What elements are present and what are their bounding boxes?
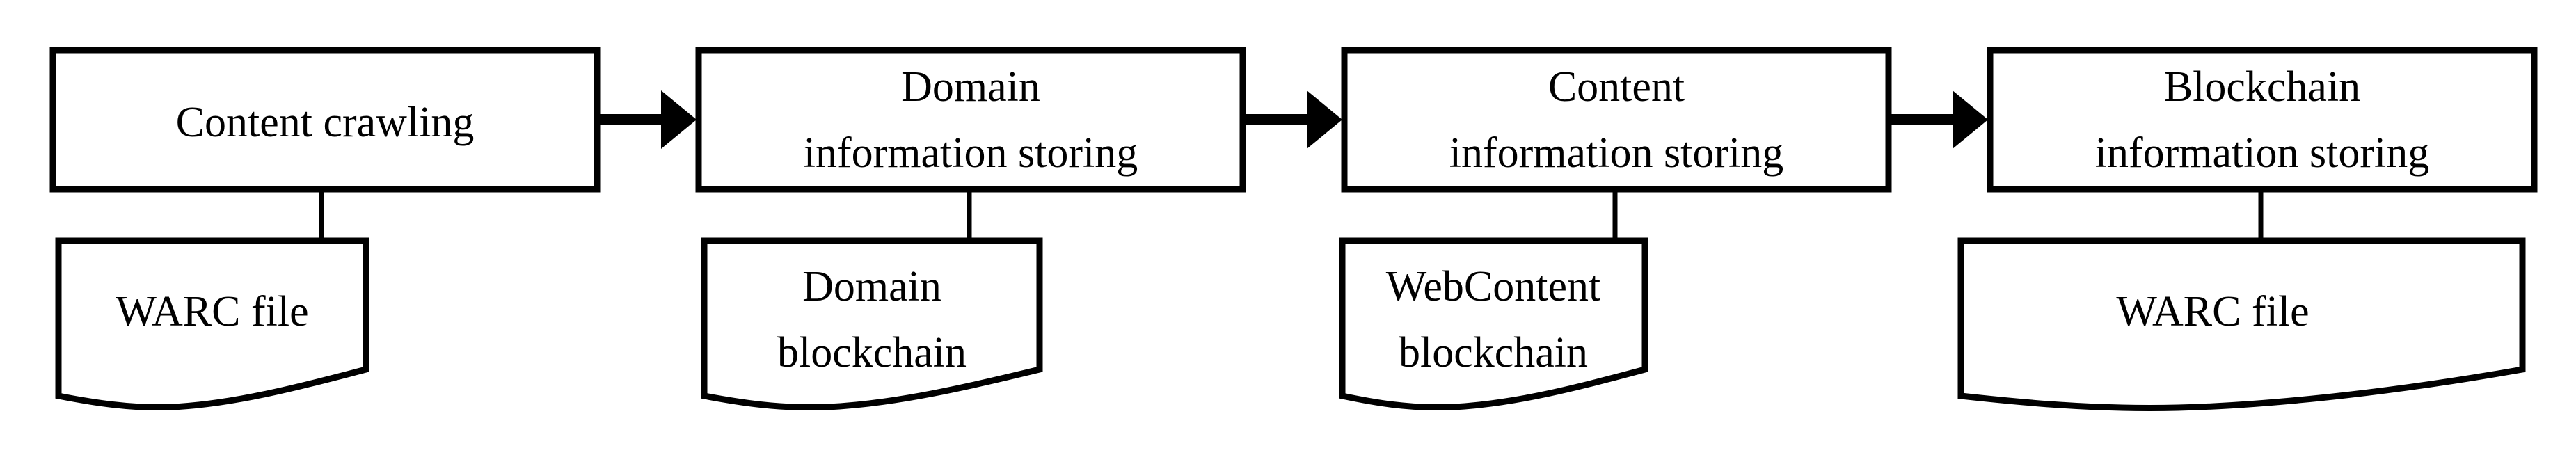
stage-node-4[interactable]: Blockchain information storing bbox=[1987, 47, 2538, 193]
artifact-node-1[interactable]: WARC file bbox=[55, 237, 369, 411]
arrow-3 bbox=[1889, 90, 1988, 149]
process-box-2-label-line-1: Domain bbox=[901, 63, 1040, 111]
artifact-node-3[interactable]: WebContent blockchain bbox=[1339, 237, 1648, 411]
document-shape-1-label-line-1: WARC file bbox=[116, 288, 308, 335]
process-box-4[interactable] bbox=[1987, 47, 2538, 193]
document-shape-4-label-line-1: WARC file bbox=[2116, 288, 2309, 335]
artifact-node-4[interactable]: WARC file bbox=[1957, 237, 2526, 412]
artifact-node-2[interactable]: Domain blockchain bbox=[701, 237, 1043, 411]
document-shape-2-label-line-1: Domain bbox=[802, 263, 941, 310]
document-shape-2-label-line-2: blockchain bbox=[777, 329, 967, 376]
arrow-3-head bbox=[1953, 90, 1988, 149]
document-shape-4[interactable] bbox=[1957, 237, 2526, 412]
process-box-3-label-line-2: information storing bbox=[1449, 129, 1783, 177]
process-box-4-label-line-1: Blockchain bbox=[2164, 63, 2360, 111]
document-shape-3-label-line-2: blockchain bbox=[1399, 329, 1588, 376]
process-box-4-label-line-2: information storing bbox=[2095, 129, 2429, 177]
document-shape-1[interactable] bbox=[55, 237, 369, 411]
stage-node-3[interactable]: Content information storing bbox=[1341, 47, 1892, 193]
process-box-1[interactable] bbox=[49, 47, 601, 193]
process-box-3-label-line-1: Content bbox=[1548, 63, 1685, 111]
document-shape-2[interactable] bbox=[701, 237, 1043, 411]
arrow-1-head bbox=[661, 90, 697, 149]
stage-node-2[interactable]: Domain information storing bbox=[695, 47, 1246, 193]
document-shape-3-label-line-1: WebContent bbox=[1386, 263, 1600, 310]
arrow-2 bbox=[1243, 90, 1342, 149]
process-box-2-label-line-2: information storing bbox=[804, 129, 1138, 177]
stage-node-1[interactable]: Content crawling bbox=[49, 47, 601, 193]
arrow-2-head bbox=[1307, 90, 1342, 149]
arrow-1 bbox=[597, 90, 697, 149]
document-shape-3[interactable] bbox=[1339, 237, 1648, 411]
process-box-1-label-line-1: Content crawling bbox=[176, 99, 475, 146]
